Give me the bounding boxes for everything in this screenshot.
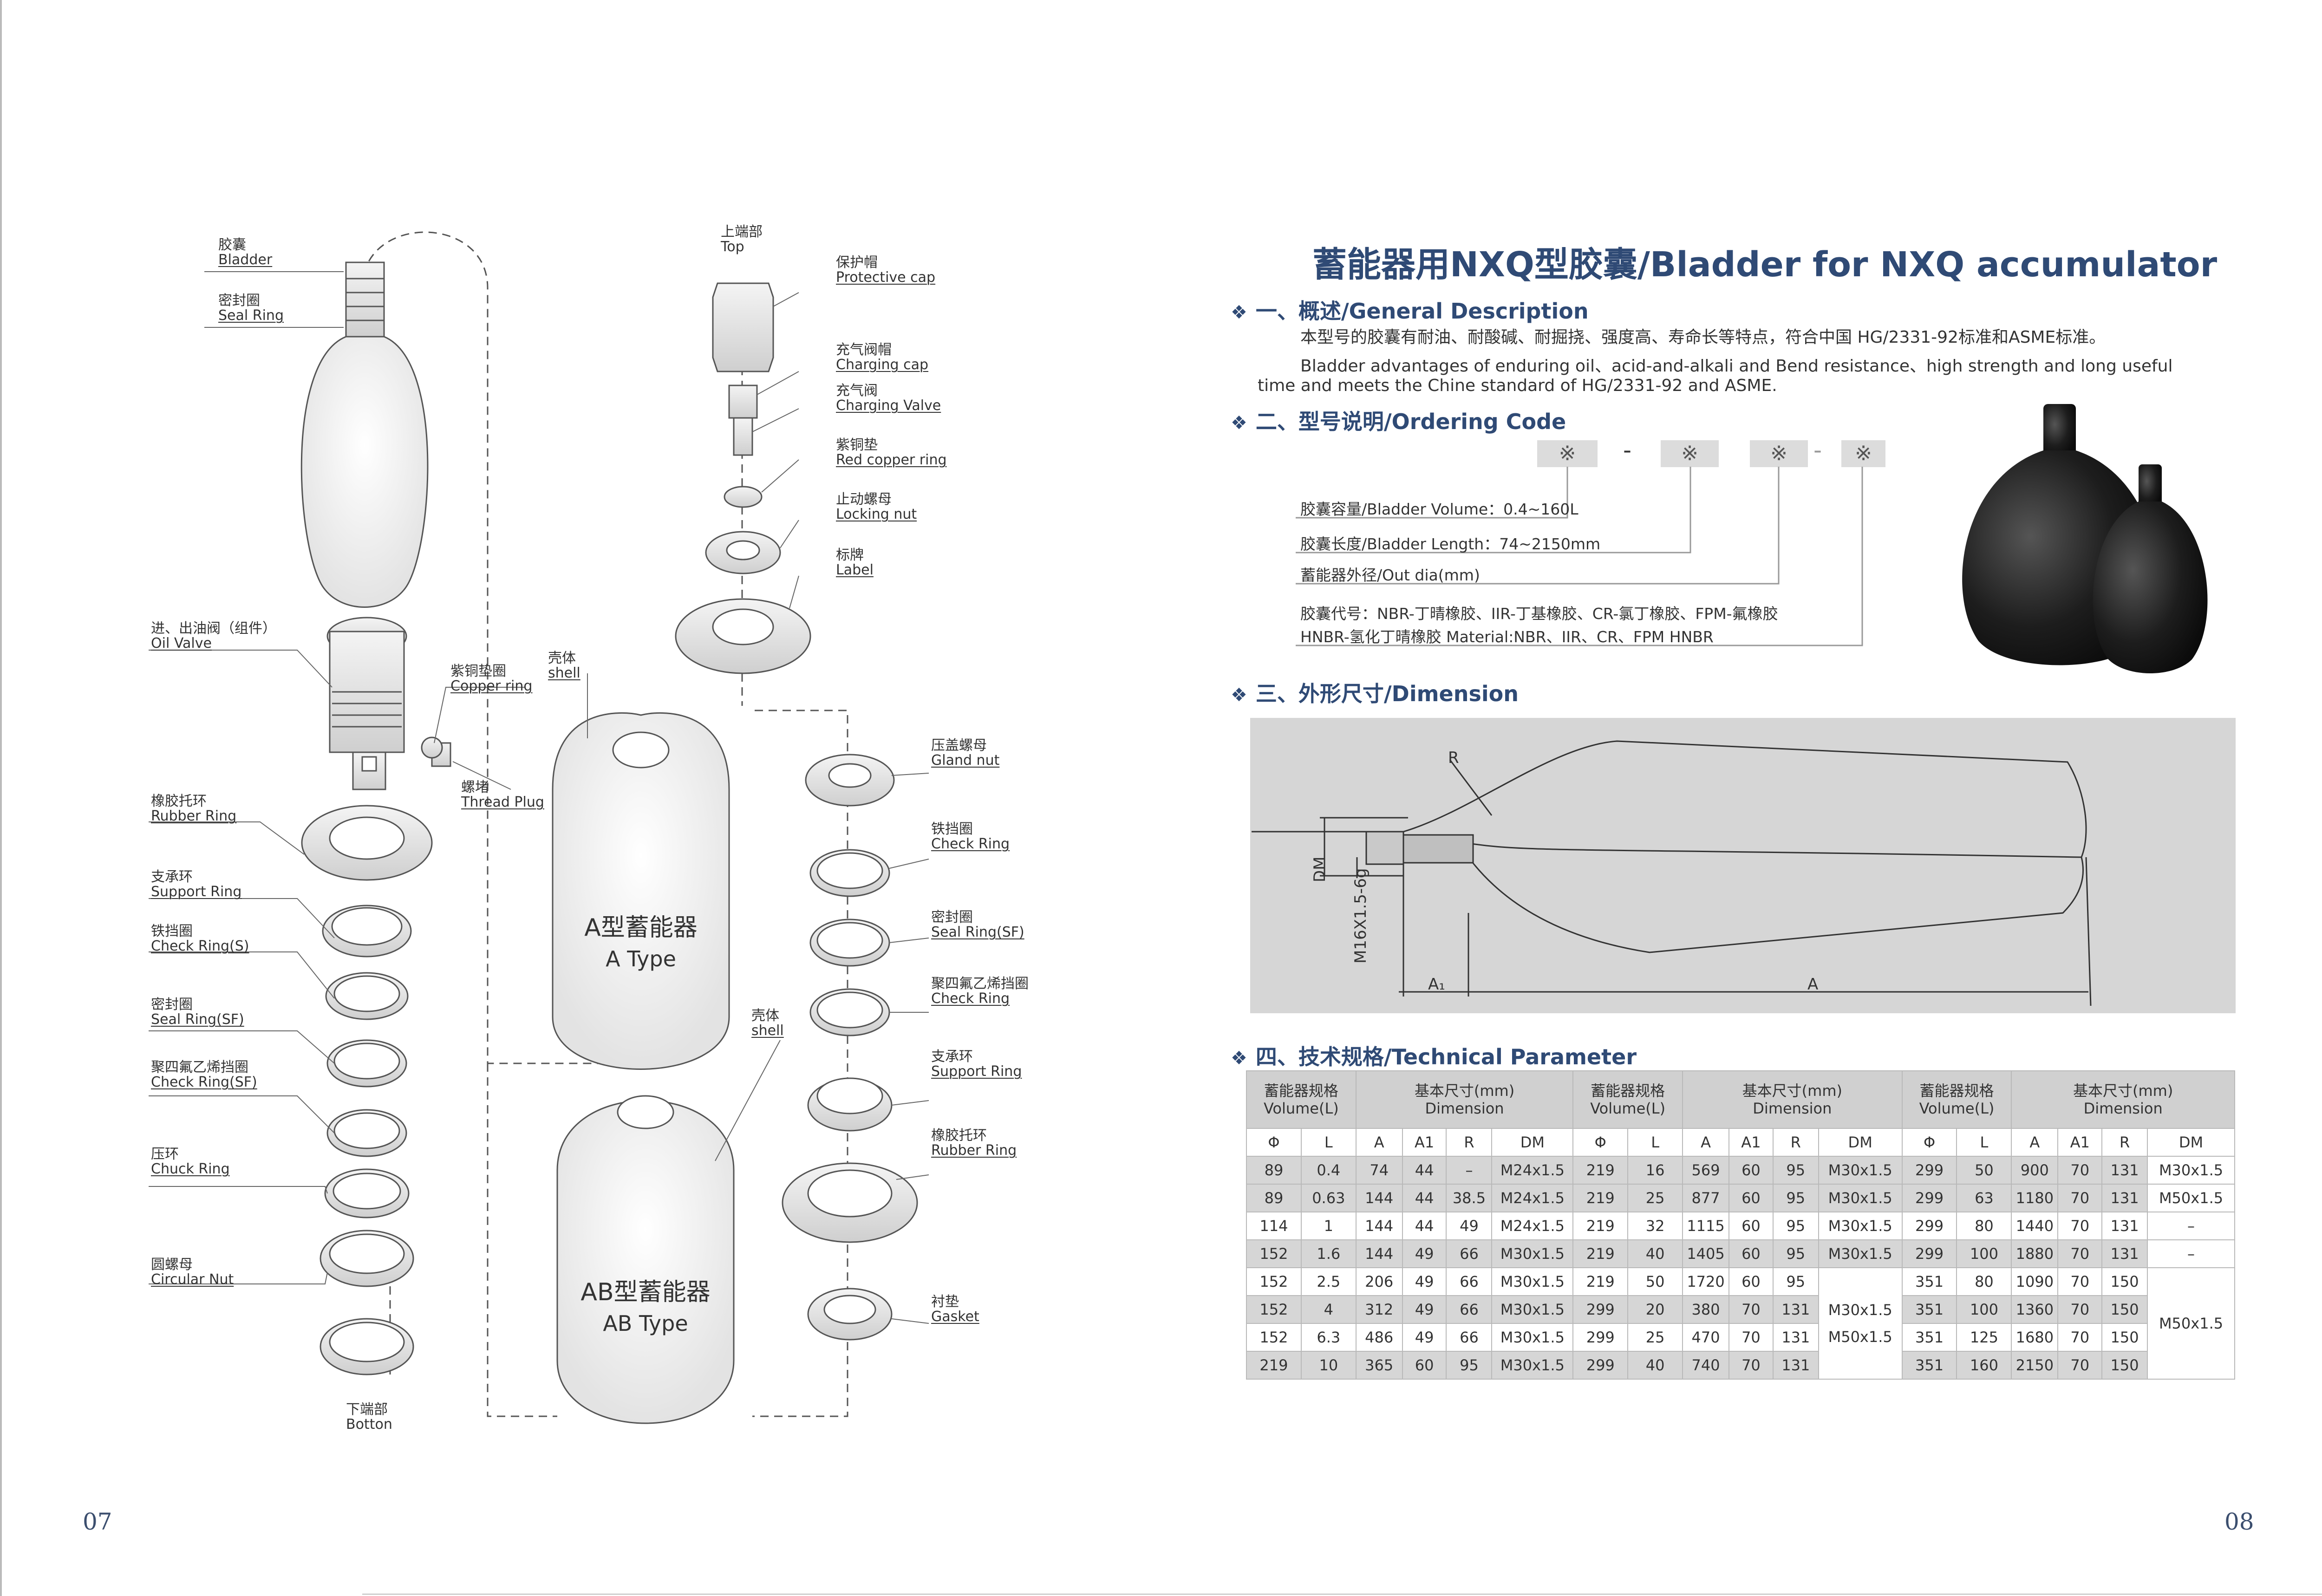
dim-label-a: A (1807, 975, 1819, 994)
code-dash-2: - (1813, 436, 1822, 463)
page-title: 蓄能器用NXQ型胶囊/Bladder for NXQ accumulator (1312, 245, 2218, 285)
section-general: ❖一、概述/General Description (1231, 299, 1589, 324)
dm-merged-cell-2: M50x1.5 (2147, 1267, 2235, 1380)
diamond-icon: ❖ (1231, 302, 1247, 323)
diamond-icon: ❖ (1231, 412, 1247, 434)
bladder-photo (1962, 404, 2208, 673)
ordering-material-en: HNBR-氢化丁晴橡胶 Material:NBR、IIR、CR、FPM HNBR (1300, 628, 1714, 646)
ordering-leader-lines (1296, 467, 1863, 646)
code-box-3: ※ (1750, 440, 1808, 467)
code-box-4: ※ (1841, 440, 1885, 467)
th-dim-2: 基本尺寸(mm)Dimension (1682, 1070, 1903, 1129)
ordering-outdia: 蓄能器外径/Out dia(mm) (1300, 566, 1480, 584)
ab-type-title: AB型蓄能器 AB Type (580, 1278, 711, 1336)
section-technical: ❖四、技术规格/Technical Parameter (1231, 1044, 1637, 1069)
section-ordering: ❖二、型号说明/Ordering Code (1231, 409, 1566, 434)
code-dash-1: - (1623, 436, 1632, 463)
left-page-edge (0, 0, 2, 1596)
dim-label-thread: M16X1.5-6g (1351, 868, 1370, 964)
bottom-rule (362, 1594, 2322, 1595)
exploded-diagram (149, 231, 929, 1424)
dim-label-r: R (1448, 749, 1459, 767)
dimension-drawing (1252, 740, 2092, 1006)
page-number-right: 08 (2224, 1508, 2254, 1535)
code-box-1: ※ (1537, 440, 1598, 467)
dimension-drawing-panel (1250, 718, 2236, 1013)
code-box-2: ※ (1661, 440, 1719, 467)
th-dim-3: 基本尺寸(mm)Dimension (2011, 1070, 2235, 1129)
ordering-material-zh: 胶囊代号：NBR-丁晴橡胶、IIR-丁基橡胶、CR-氯丁橡胶、FPM-氟橡胶 (1300, 605, 1778, 623)
general-zh: 本型号的胶囊有耐油、耐酸碱、耐掘挠、强度高、寿命长等特点，符合中国 HG/233… (1300, 328, 2106, 347)
label-oil-valve: 进、出油阀（组件）Oil Valve (151, 620, 276, 651)
a-type-title: A型蓄能器 A Type (584, 914, 698, 971)
diamond-icon: ❖ (1231, 684, 1247, 706)
ordering-volume: 胶囊容量/Bladder Volume：0.4~160L (1300, 500, 1578, 518)
page-number-left: 07 (83, 1508, 112, 1535)
dim-label-a1: A₁ (1428, 975, 1445, 994)
general-en-1: Bladder advantages of enduring oil、acid-… (1300, 357, 2173, 376)
th-dim-1: 基本尺寸(mm)Dimension (1355, 1070, 1574, 1129)
ordering-length: 胶囊长度/Bladder Length：74~2150mm (1300, 535, 1601, 553)
dim-label-dm: DM (1311, 856, 1329, 882)
diamond-icon: ❖ (1231, 1048, 1247, 1069)
section-dimension: ❖三、外形尺寸/Dimension (1231, 681, 1519, 706)
general-en-2: time and meets the Chine standard of HG/… (1258, 376, 1777, 395)
